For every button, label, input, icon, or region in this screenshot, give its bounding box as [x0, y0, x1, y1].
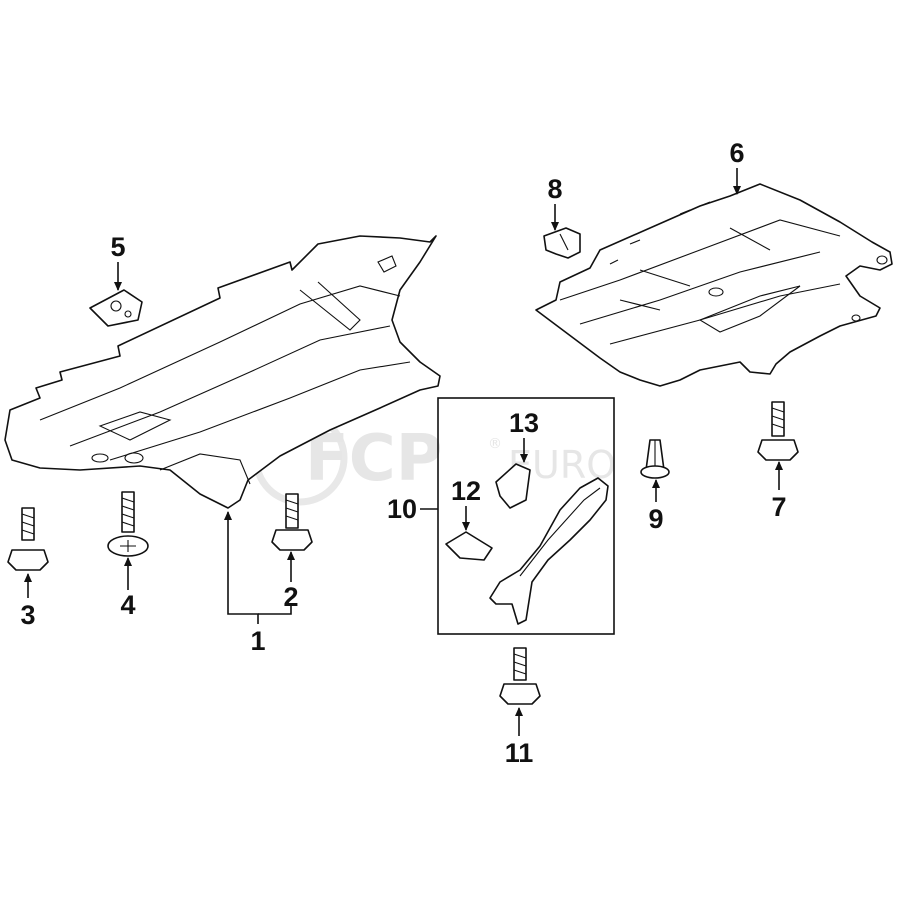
callout-11: 11 [505, 738, 534, 768]
flange-bolt-3-drawing [7, 507, 49, 571]
callout-labels: 1 2 3 4 5 6 7 8 9 10 11 12 13 [20, 138, 786, 768]
small-bracket-13-drawing [495, 463, 531, 509]
side-deflector-drawing [489, 477, 609, 625]
retainer-clip-drawing [543, 227, 581, 259]
callout-9: 9 [648, 504, 663, 534]
callout-3: 3 [20, 600, 35, 630]
flange-bolt-2-drawing [271, 493, 313, 551]
watermark-mark: ® [488, 436, 502, 452]
callout-4: 4 [120, 590, 135, 620]
flange-bolt-7-drawing [757, 401, 799, 461]
phillips-screw-4-drawing [107, 491, 149, 557]
callout-12: 12 [451, 476, 481, 506]
callout-8: 8 [547, 174, 562, 204]
callout-5: 5 [110, 232, 125, 262]
callout-10: 10 [387, 494, 417, 524]
callout-2: 2 [283, 582, 298, 612]
flange-bolt-11-drawing [499, 647, 541, 705]
callout-1: 1 [250, 626, 265, 656]
callout-13: 13 [509, 408, 539, 438]
watermark: FCP ® EURO [252, 410, 616, 506]
leader-lines [24, 168, 783, 736]
clip-nut-12-drawing [445, 531, 493, 561]
mounting-bracket-drawing [89, 289, 143, 327]
front-splash-shield-drawing [4, 235, 441, 509]
callout-6: 6 [729, 138, 744, 168]
watermark-brand-a: FCP [305, 422, 443, 496]
rear-splash-shield-drawing [535, 183, 893, 387]
callout-7: 7 [771, 492, 786, 522]
push-rivet-9-drawing [640, 439, 670, 479]
group-box-10 [420, 397, 615, 635]
